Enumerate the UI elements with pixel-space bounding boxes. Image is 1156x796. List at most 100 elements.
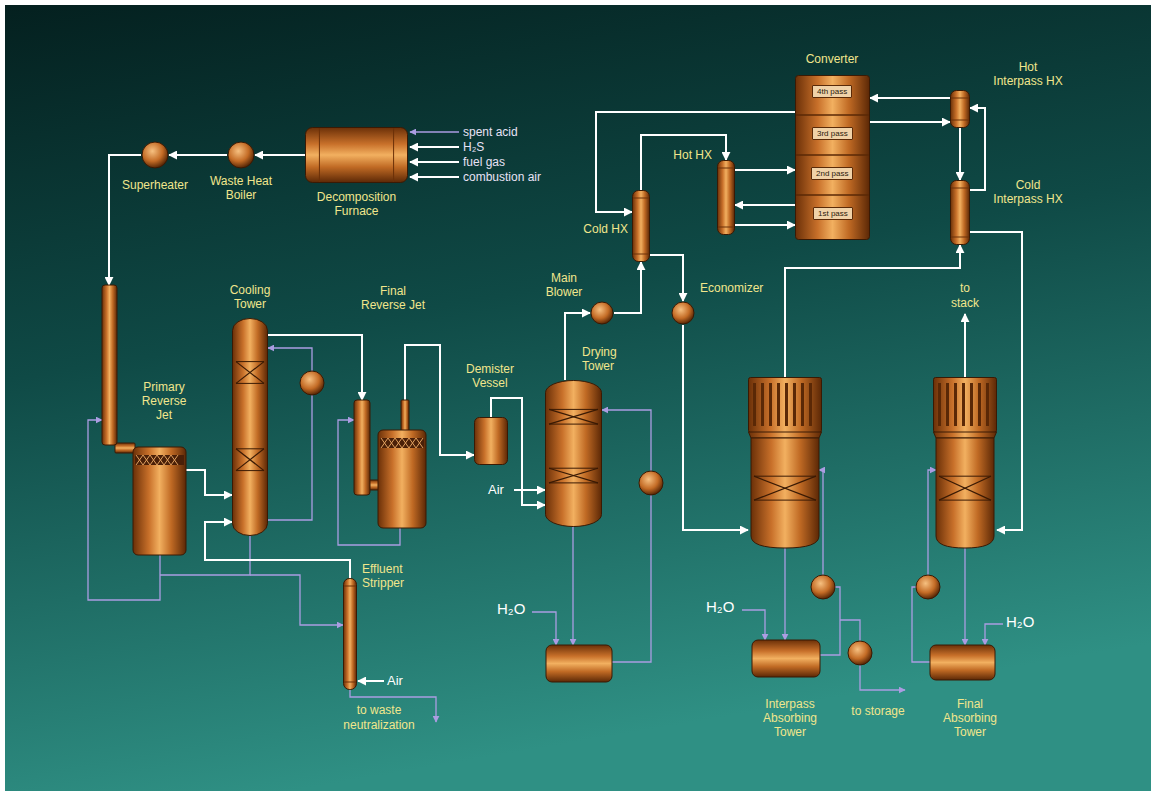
gas-flow-line	[255, 154, 305, 156]
cooling-tower: Cooling Tower	[232, 318, 268, 536]
equipment-label: Effluent Stripper	[362, 562, 422, 590]
heat-exchanger: Cold HX	[632, 190, 650, 262]
pump-symbol	[848, 641, 872, 665]
equipment-shape	[227, 141, 255, 169]
equipment-shape	[343, 578, 357, 690]
tower-rib	[978, 383, 981, 426]
gas-flow-line	[683, 325, 748, 530]
shell-detail	[409, 438, 416, 448]
stream-label: spent acid	[463, 125, 518, 140]
shell-detail	[939, 476, 991, 500]
liquid-line	[742, 610, 765, 640]
shell-detail	[136, 455, 143, 465]
stream-label: fuel gas	[463, 155, 505, 170]
shell-detail	[951, 237, 969, 238]
liquid-line	[602, 410, 651, 471]
liquid-line	[268, 395, 312, 520]
shell-detail	[549, 424, 598, 425]
stream-label: Air	[387, 673, 403, 688]
shell-detail	[549, 468, 598, 469]
vessel-shell	[475, 418, 508, 465]
tower-rib	[777, 383, 780, 426]
equipment-shape	[305, 127, 408, 183]
shell-detail	[549, 482, 598, 483]
equipment-label: Primary Reverse Jet	[136, 380, 192, 422]
vessel-shell	[951, 91, 970, 128]
shell-detail	[754, 476, 816, 500]
equipment-shape	[632, 190, 650, 262]
vessel-shell	[951, 181, 970, 245]
stream-label: H₂O	[1006, 614, 1034, 629]
stream-label: H₂O	[497, 601, 525, 616]
shell-detail	[236, 383, 264, 384]
vessel-shell	[233, 319, 268, 536]
gas-flow-line	[959, 128, 961, 180]
blower-symbol: Main Blower	[590, 301, 614, 325]
pump-symbol	[811, 575, 835, 599]
shell-detail	[633, 254, 649, 255]
equipment-label: Waste Heat Boiler	[206, 174, 276, 202]
inlet-duct	[115, 443, 135, 453]
gas-flow-line	[109, 155, 141, 285]
shell-detail	[754, 476, 816, 500]
equipment-label: Demister Vessel	[455, 362, 525, 390]
liquid-line	[532, 612, 556, 645]
equipment-shape	[545, 380, 602, 527]
shell-detail	[171, 455, 178, 465]
vessel-shell	[633, 191, 650, 262]
vessel-shell	[936, 438, 994, 548]
shell-detail	[409, 438, 416, 448]
stream-label: combustion air	[463, 170, 541, 185]
reverse-jet: Primary Reverse Jet	[100, 285, 186, 555]
gas-flow-line	[870, 121, 950, 123]
gas-flow-line	[596, 112, 795, 212]
pass-label: 1st pass	[818, 208, 848, 219]
equipment-circle	[142, 142, 168, 168]
absorbing-tower: Interpass Absorbing Tower	[748, 377, 822, 548]
gas-flow-line	[735, 224, 795, 226]
equipment-label: Economizer	[700, 281, 780, 295]
pass-band: 1st pass	[813, 207, 853, 220]
vessel-shell	[718, 161, 735, 235]
shell-detail	[754, 476, 816, 477]
tower-rib	[986, 383, 989, 426]
stream-label: H₂O	[706, 599, 734, 614]
shell-detail	[388, 438, 395, 448]
equipment-shape	[100, 285, 186, 555]
tower-rib	[970, 383, 973, 426]
effluent-stripper: Effluent Stripper	[343, 578, 357, 690]
stream-label: to storage	[838, 704, 918, 719]
gas-flow-line	[870, 97, 950, 99]
shell-detail	[344, 586, 356, 587]
equipment-label: Superheater	[115, 178, 195, 192]
outlet-nozzle	[401, 400, 409, 431]
vessel-shell	[934, 378, 997, 433]
shell-detail	[951, 120, 969, 121]
equipment-label: Hot Interpass HX	[993, 60, 1063, 88]
shell-detail	[951, 188, 969, 189]
shell-detail	[416, 438, 423, 448]
tank-symbol	[930, 645, 995, 680]
equipment-shape	[933, 377, 997, 548]
vessel-shell	[749, 378, 822, 433]
tower-rib	[962, 383, 965, 426]
shell-detail	[236, 448, 264, 449]
shell-detail	[388, 438, 395, 448]
vessel-shell	[133, 447, 186, 555]
pass-band: 3rd pass	[812, 127, 853, 140]
vessel-shell	[546, 381, 602, 527]
shell-detail	[236, 449, 264, 471]
equipment-label: Cold Interpass HX	[993, 178, 1063, 206]
tower-rib	[801, 383, 804, 426]
equipment-label: Final Reverse Jet	[358, 284, 428, 312]
economizer: Economizer	[671, 301, 695, 325]
liquid-line	[612, 495, 651, 662]
vessel-shell	[749, 432, 822, 438]
shell-detail	[381, 438, 388, 448]
packing-band	[380, 438, 424, 448]
vessel-shell	[751, 438, 819, 548]
shell-detail	[150, 455, 157, 465]
gas-flow-line	[186, 470, 232, 495]
equipment-shape	[474, 417, 508, 465]
converter: Converter4th pass3rd pass2nd pass1st pas…	[795, 75, 870, 240]
